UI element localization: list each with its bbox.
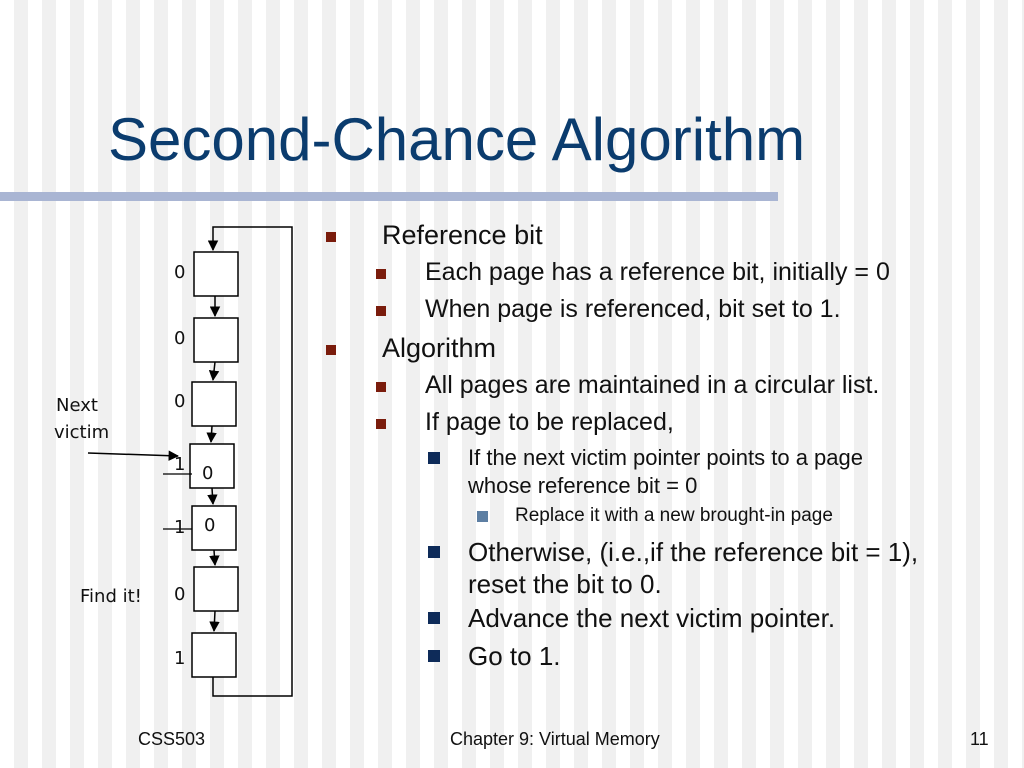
bullet-if-replaced: If page to be replaced, bbox=[425, 408, 674, 436]
link-arrow bbox=[208, 361, 220, 382]
next-victim-pointer bbox=[87, 450, 180, 461]
slide-title: Second-Chance Algorithm bbox=[108, 106, 806, 173]
bullet-square bbox=[428, 546, 440, 558]
next-victim-label-2: victim bbox=[54, 422, 110, 443]
bullet-when-referenced: When page is referenced, bit set to 1. bbox=[425, 295, 841, 323]
link-arrow bbox=[209, 549, 220, 567]
footer-page-number: 11 bbox=[970, 729, 989, 749]
page-frame-3 bbox=[191, 381, 237, 427]
bullet-square bbox=[326, 345, 336, 355]
bullet-square bbox=[376, 419, 386, 429]
link-arrow bbox=[209, 610, 220, 633]
find-it-label: Find it! bbox=[80, 586, 142, 607]
ref-bit-7: 1 bbox=[174, 648, 186, 669]
next-victim-label: Next bbox=[56, 395, 98, 416]
bullet-square bbox=[428, 452, 440, 464]
strike-lines bbox=[163, 473, 192, 530]
ref-bit-3: 0 bbox=[174, 391, 186, 412]
footer-course: CSS503 bbox=[138, 729, 206, 749]
ref-bit-1: 0 bbox=[174, 262, 186, 283]
ref-bit-6: 0 bbox=[174, 584, 186, 605]
bullet-square bbox=[376, 382, 386, 392]
bullet-square bbox=[376, 269, 386, 279]
page-frame-4 bbox=[189, 443, 235, 489]
bullet-advance-pointer: Advance the next victim pointer. bbox=[468, 603, 836, 633]
link-arrow bbox=[206, 425, 217, 444]
bullet-go-to-1: Go to 1. bbox=[468, 641, 561, 671]
bullet-square bbox=[376, 306, 386, 316]
link-arrows bbox=[87, 226, 293, 697]
page-frames bbox=[189, 251, 239, 678]
reset-bit-4: 0 bbox=[202, 463, 214, 484]
page-frame-1 bbox=[193, 251, 239, 297]
bullet-algorithm: Algorithm bbox=[382, 333, 497, 363]
ref-bit-5: 1 bbox=[174, 517, 186, 538]
page-frame-7 bbox=[191, 632, 237, 678]
bullet-reference-bit: Reference bit bbox=[382, 220, 543, 250]
page-frame-2 bbox=[193, 317, 239, 363]
bullet-otherwise: Otherwise, (i.e.,if the reference bit = … bbox=[468, 537, 919, 599]
bullet-square bbox=[477, 511, 488, 522]
bullet-square bbox=[428, 650, 440, 662]
title-underline bbox=[0, 192, 778, 201]
wrap-around-arrow bbox=[207, 226, 293, 697]
bullet-square bbox=[326, 232, 336, 242]
ref-bit-2: 0 bbox=[174, 328, 186, 349]
bullet-each-page: Each page has a reference bit, initially… bbox=[425, 258, 890, 286]
bullet-victim-bit-zero: If the next victim pointer points to a p… bbox=[468, 445, 864, 498]
bullet-square bbox=[428, 612, 440, 624]
ref-bit-4: 1 bbox=[174, 454, 186, 475]
bullet-replace-page: Replace it with a new brought-in page bbox=[515, 505, 833, 526]
footer-chapter: Chapter 9: Virtual Memory bbox=[450, 729, 660, 749]
page-frame-6 bbox=[193, 566, 239, 612]
reset-bit-5: 0 bbox=[204, 515, 216, 536]
link-arrow bbox=[207, 487, 218, 506]
bullet-circular-list: All pages are maintained in a circular l… bbox=[425, 371, 880, 399]
